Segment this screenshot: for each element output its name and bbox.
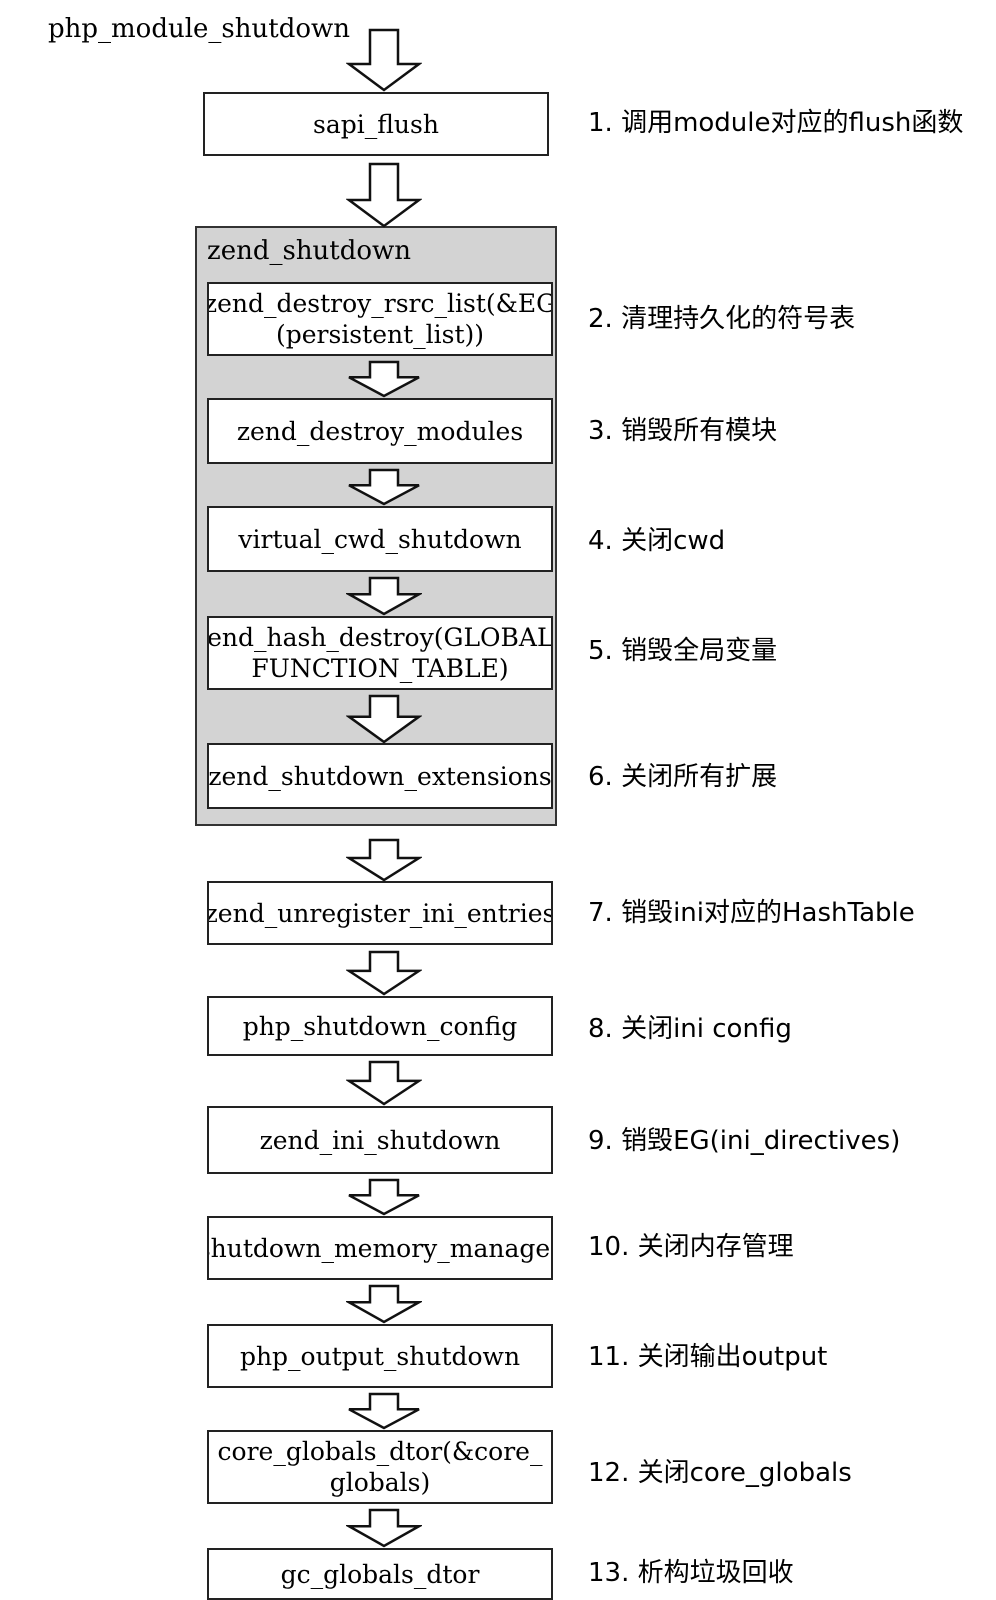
step-box: php_shutdown_config xyxy=(207,996,553,1056)
step-box: core_globals_dtor(&core_ globals) xyxy=(207,1430,553,1504)
step-box: zend_shutdown_extensions xyxy=(207,743,553,809)
down-arrow-icon xyxy=(346,1060,422,1106)
step-box: gc_globals_dtor xyxy=(207,1548,553,1600)
step-box: zend_ini_shutdown xyxy=(207,1106,553,1174)
down-arrow-icon xyxy=(348,468,420,506)
down-arrow-icon xyxy=(346,28,422,92)
step-note: 7. 销毁ini对应的HashTable xyxy=(588,898,915,928)
step-box: sapi_flush xyxy=(203,92,549,156)
arrow-shape xyxy=(346,1060,422,1106)
arrow-shape xyxy=(348,1392,420,1430)
step-note: 5. 销毁全局变量 xyxy=(588,636,778,666)
arrow-shape xyxy=(346,162,422,228)
step-note: 4. 关闭cwd xyxy=(588,526,726,556)
down-arrow-icon xyxy=(346,576,422,616)
down-arrow-icon xyxy=(348,360,420,398)
arrow-shape xyxy=(346,28,422,92)
step-box: shutdown_memory_manager xyxy=(207,1216,553,1280)
step-box: zend_hash_destroy(GLOBAL_ FUNCTION_TABLE… xyxy=(207,616,553,690)
down-arrow-icon xyxy=(348,1178,420,1216)
down-arrow-icon xyxy=(346,694,422,744)
step-box: zend_destroy_modules xyxy=(207,398,553,464)
step-box: zend_unregister_ini_entries xyxy=(207,881,553,945)
down-arrow-icon xyxy=(346,950,422,996)
step-note: 12. 关闭core_globals xyxy=(588,1458,852,1488)
step-box: virtual_cwd_shutdown xyxy=(207,506,553,572)
step-note: 13. 析构垃圾回收 xyxy=(588,1558,794,1588)
arrow-shape xyxy=(346,950,422,996)
down-arrow-icon xyxy=(346,838,422,882)
step-note: 11. 关闭输出output xyxy=(588,1342,828,1372)
arrow-shape xyxy=(346,576,422,616)
arrow-shape xyxy=(346,838,422,882)
down-arrow-icon xyxy=(346,1284,422,1324)
down-arrow-icon xyxy=(348,1392,420,1430)
down-arrow-icon xyxy=(346,162,422,228)
down-arrow-icon xyxy=(346,1508,422,1548)
step-note: 8. 关闭ini config xyxy=(588,1014,792,1044)
step-note: 1. 调用module对应的flush函数 xyxy=(588,108,964,138)
step-note: 2. 清理持久化的符号表 xyxy=(588,304,856,334)
step-note: 6. 关闭所有扩展 xyxy=(588,762,778,792)
group-label: zend_shutdown xyxy=(207,236,412,266)
arrow-shape xyxy=(346,1284,422,1324)
diagram-title: php_module_shutdown xyxy=(48,14,351,44)
step-note: 10. 关闭内存管理 xyxy=(588,1232,794,1262)
arrow-shape xyxy=(348,1178,420,1216)
step-note: 3. 销毁所有模块 xyxy=(588,416,778,446)
arrow-shape xyxy=(348,468,420,506)
step-note: 9. 销毁EG(ini_directives) xyxy=(588,1126,901,1156)
arrow-shape xyxy=(346,694,422,744)
step-box: zend_destroy_rsrc_list(&EG (persistent_l… xyxy=(207,282,553,356)
step-box: php_output_shutdown xyxy=(207,1324,553,1388)
arrow-shape xyxy=(346,1508,422,1548)
arrow-shape xyxy=(348,360,420,398)
